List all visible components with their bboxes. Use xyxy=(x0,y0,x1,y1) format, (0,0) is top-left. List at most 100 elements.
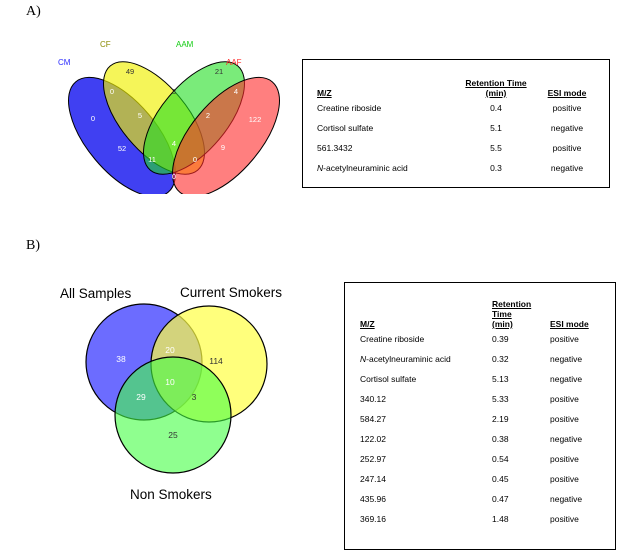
cell-mode: positive xyxy=(550,334,579,344)
cell-mode: positive xyxy=(552,143,582,153)
cell-rt: 5.5 xyxy=(490,143,502,153)
venn-region-all-current: 20 xyxy=(165,345,175,355)
venn-set-non-smokers-circle xyxy=(114,356,232,474)
table-b-header-mz: M/Z xyxy=(360,319,375,329)
cell-mz: N-acetylneuraminic acid xyxy=(317,163,408,173)
table-a-header-mz: M/Z xyxy=(317,88,332,98)
venn-region-cm-aaf: 0 xyxy=(172,172,176,181)
cell-rt: 0.39 xyxy=(492,334,509,344)
table-a-header-mode: ESI mode xyxy=(547,88,587,98)
venn-region-aam-aaf: 4 xyxy=(234,87,238,96)
venn-region-cm-aam-aaf: 11 xyxy=(148,155,156,164)
table-row: 584.27 2.19 positive xyxy=(360,409,608,429)
venn-region-non-only: 25 xyxy=(168,430,178,440)
table-b-header-mode: ESI mode xyxy=(550,319,589,329)
venn-region-all-three: 10 xyxy=(165,377,175,387)
venn-region-cm-only: 0 xyxy=(91,114,95,123)
venn-region-cf-aaf: 9 xyxy=(221,143,225,152)
cell-mz: Creatine riboside xyxy=(317,103,382,113)
venn-region-all-non: 29 xyxy=(136,392,146,402)
venn-region-current-only: 114 xyxy=(209,356,223,366)
venn-label-aam: AAM xyxy=(176,40,194,49)
cell-rt: 5.13 xyxy=(492,374,509,384)
table-row: 122.02 0.38 negative xyxy=(360,429,608,449)
table-row: 252.97 0.54 positive xyxy=(360,449,608,469)
cell-rt: 0.38 xyxy=(492,434,509,444)
cell-rt: 1.48 xyxy=(492,514,509,524)
table-a-header-rt: Retention Time(min) xyxy=(465,78,527,98)
table-row: Cortisol sulfate 5.1 negative xyxy=(317,118,597,138)
venn-diagram-three-sets: All Samples Current Smokers Non Smokers … xyxy=(60,285,282,502)
cell-rt: 0.47 xyxy=(492,494,509,504)
venn-label-all-samples: All Samples xyxy=(60,286,132,301)
table-a: M/Z Retention Time(min) ESI mode Creatin… xyxy=(317,71,597,178)
venn-region-cm-cf-aaf: 0 xyxy=(193,155,197,164)
cell-rt: 0.32 xyxy=(492,354,509,364)
venn-label-cm: CM xyxy=(58,58,71,67)
venn-region-cf-only: 49 xyxy=(126,67,134,76)
cell-rt: 2.19 xyxy=(492,414,509,424)
cell-mz: Cortisol sulfate xyxy=(317,123,374,133)
venn-region-cm-aam: 52 xyxy=(118,144,126,153)
table-row: 340.12 5.33 positive xyxy=(360,389,608,409)
venn-region-aam-only: 21 xyxy=(215,67,223,76)
venn-label-current-smokers: Current Smokers xyxy=(180,285,282,300)
venn-label-cf: CF xyxy=(100,40,111,49)
table-row: 247.14 0.45 positive xyxy=(360,469,608,489)
cell-mode: negative xyxy=(550,374,583,384)
cell-mode: negative xyxy=(550,434,583,444)
cell-rt: 0.4 xyxy=(490,103,502,113)
cell-mz: Creatine riboside xyxy=(360,334,425,344)
cell-mz: 369.16 xyxy=(360,514,386,524)
cell-rt: 0.45 xyxy=(492,474,509,484)
cell-mz: N-acetylneuraminic acid xyxy=(360,354,451,364)
cell-mode: positive xyxy=(550,514,579,524)
cell-mz: 435.96 xyxy=(360,494,386,504)
table-a-box: M/Z Retention Time(min) ESI mode Creatin… xyxy=(302,59,610,188)
table-row: Creatine riboside 0.39 positive xyxy=(360,329,608,349)
table-row: N-acetylneuraminic acid 0.3 negative xyxy=(317,158,597,178)
venn-region-all-only: 38 xyxy=(116,354,126,364)
venn-set-aaf-ellipse xyxy=(172,76,280,194)
cell-mz: 561.3432 xyxy=(317,143,353,153)
cell-mz: 247.14 xyxy=(360,474,386,484)
cell-rt: 0.3 xyxy=(490,163,502,173)
table-row: N-acetylneuraminic acid 0.32 negative xyxy=(360,349,608,369)
table-row: 435.96 0.47 negative xyxy=(360,489,608,509)
venn-label-non-smokers: Non Smokers xyxy=(130,487,212,502)
cell-mode: positive xyxy=(550,454,579,464)
cell-mode: negative xyxy=(550,494,583,504)
cell-mz: 340.12 xyxy=(360,394,386,404)
venn-region-cm-cf-aam: 5 xyxy=(138,111,142,120)
cell-mz: Cortisol sulfate xyxy=(360,374,417,384)
cell-mode: negative xyxy=(550,354,583,364)
cell-mz: 122.02 xyxy=(360,434,386,444)
cell-mode: positive xyxy=(552,103,582,113)
venn-region-cm-cf: 0 xyxy=(110,87,114,96)
cell-rt: 5.1 xyxy=(490,123,502,133)
cell-mz: 252.97 xyxy=(360,454,386,464)
cell-rt: 0.54 xyxy=(492,454,509,464)
cell-mode: positive xyxy=(550,394,579,404)
venn-region-aaf-only: 122 xyxy=(249,115,262,124)
panel-b-label: B) xyxy=(26,238,40,253)
venn-region-cf-aam-aaf: 2 xyxy=(206,111,210,120)
cell-mode: positive xyxy=(550,474,579,484)
venn-region-current-non: 3 xyxy=(192,392,197,402)
venn-diagram-four-sets: CM CF AAM AAF 0 49 21 122 0 3 4 5 2 52 4… xyxy=(58,40,280,194)
venn-region-all: 4 xyxy=(172,139,176,148)
table-row: Creatine riboside 0.4 positive xyxy=(317,98,597,118)
venn-label-aaf: AAF xyxy=(226,58,242,67)
cell-rt: 5.33 xyxy=(492,394,509,404)
venn-region-cf-aam: 3 xyxy=(172,87,176,96)
cell-mode: positive xyxy=(550,414,579,424)
table-row: Cortisol sulfate 5.13 negative xyxy=(360,369,608,389)
table-row: 369.16 1.48 positive xyxy=(360,509,608,529)
panel-a-label: A) xyxy=(26,4,41,19)
cell-mode: negative xyxy=(550,123,584,133)
cell-mode: negative xyxy=(550,163,584,173)
cell-mz: 584.27 xyxy=(360,414,386,424)
